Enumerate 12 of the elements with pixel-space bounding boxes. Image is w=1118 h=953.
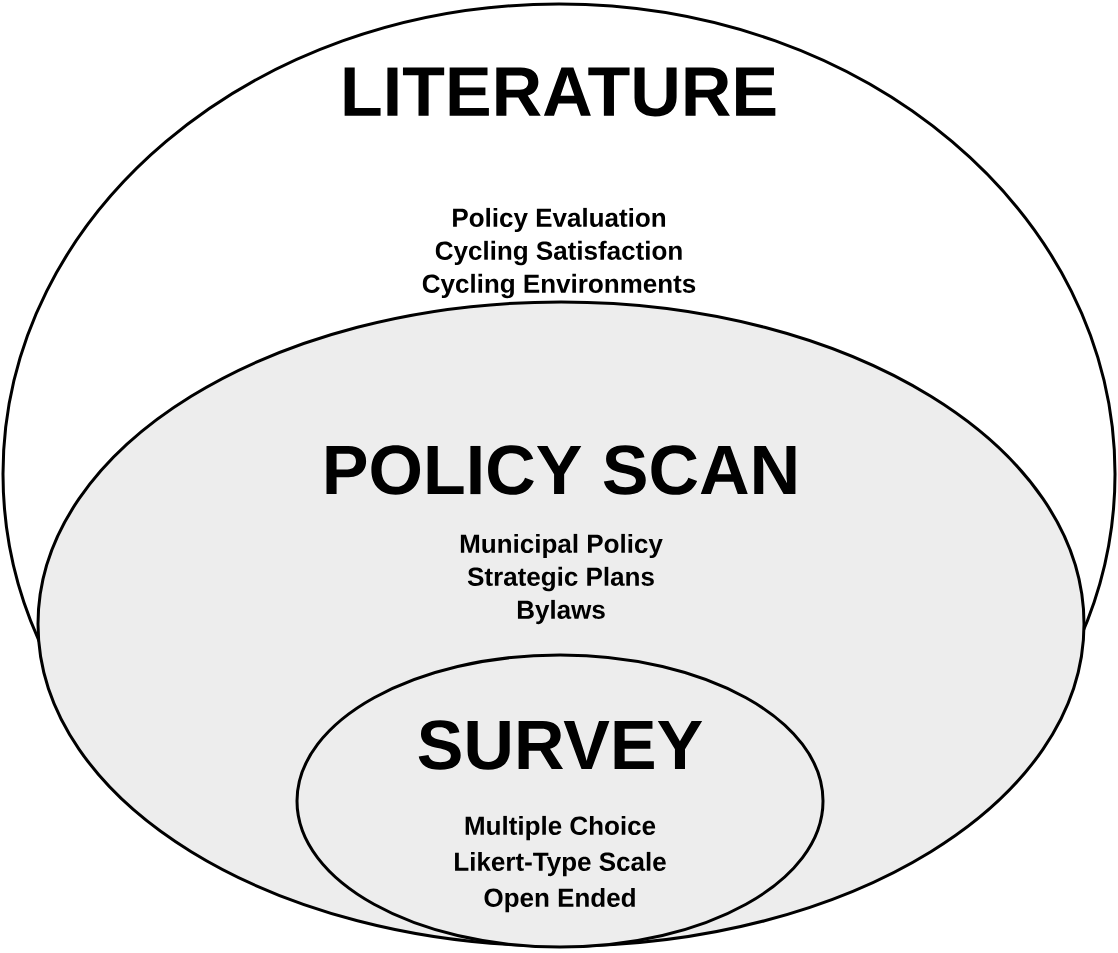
list-item: Policy Evaluation bbox=[453, 207, 666, 233]
list-item: Likert-Type Scale bbox=[455, 851, 666, 877]
heading: LITERATURE bbox=[344, 67, 776, 117]
list-item: Cycling Environments bbox=[422, 273, 696, 299]
list-item: Strategic Plans bbox=[467, 566, 654, 592]
list-item: Open Ended bbox=[484, 887, 635, 913]
list-item: Bylaws bbox=[517, 599, 605, 625]
list-item: Cycling Satisfaction bbox=[435, 240, 682, 266]
list-item: Municipal Policy bbox=[460, 533, 663, 559]
heading: SURVEY bbox=[418, 720, 703, 770]
list-item: Multiple Choice bbox=[465, 815, 656, 841]
heading: POLICY SCAN bbox=[326, 445, 796, 495]
